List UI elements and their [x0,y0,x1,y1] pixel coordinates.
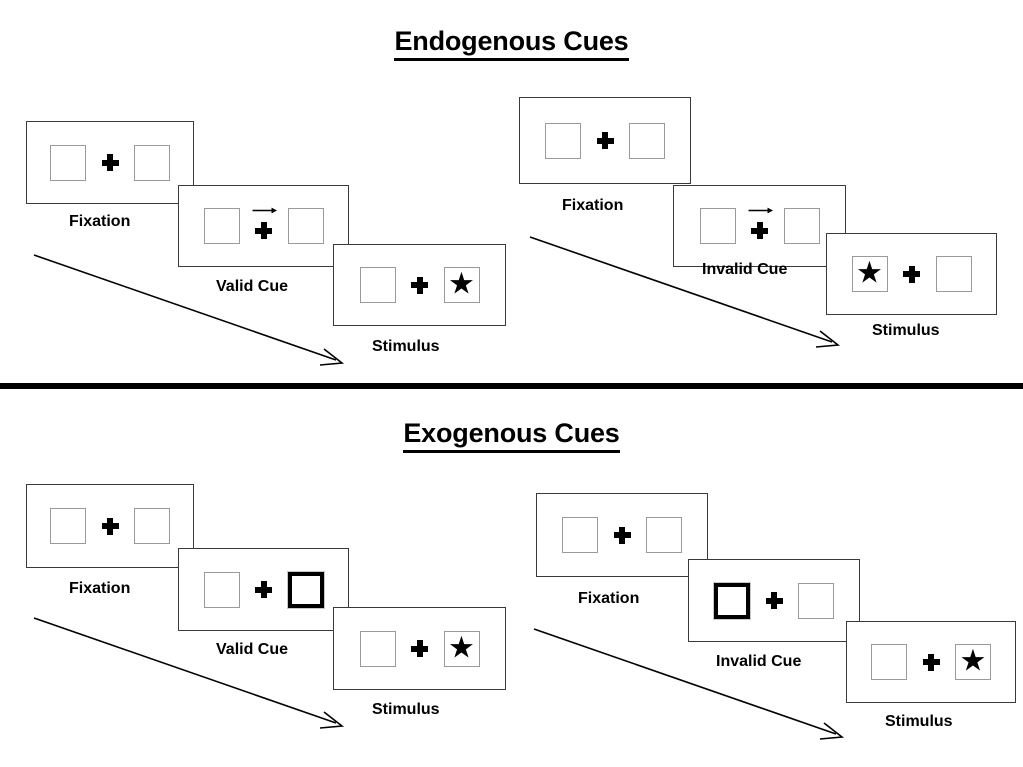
fixation-cross-icon [411,640,428,657]
stimulus-box-right-cued [286,570,325,609]
stimulus-box-right [798,582,834,619]
panel-endogenous-valid-fixation[interactable] [26,121,194,204]
caption-exogenous-invalid-fixation: Fixation [578,590,640,607]
stimulus-box-right: ★ [443,630,480,667]
center-slot [907,642,955,682]
stimulus-box-left [359,267,396,303]
center-slot [581,121,629,161]
stimulus-box-left [50,144,86,181]
fixation-cross-icon [765,592,783,609]
panel-endogenous-invalid-stimulus[interactable]: ★ [826,233,997,315]
center-slot [396,629,444,669]
center-slot [86,506,134,546]
center-slot [598,515,646,555]
fixation-cross-icon [255,581,272,598]
panel-exogenous-invalid-cue[interactable] [688,559,860,642]
panel-content [203,206,324,246]
target-star-icon: ★ [448,630,475,664]
center-slot [888,254,936,294]
panel-content: ★ [359,629,480,669]
stimulus-box-left [203,208,240,244]
stimulus-box-left [562,517,598,553]
stimulus-box-left [871,644,907,680]
caption-endogenous-invalid-cue: Invalid Cue [702,261,788,278]
fixation-cross-icon [922,653,940,671]
caption-endogenous-valid-fixation: Fixation [69,213,131,230]
stimulus-box-right [134,144,170,181]
panel-exogenous-invalid-fixation[interactable] [536,493,708,577]
panel-endogenous-invalid-cue[interactable] [673,185,846,267]
fixation-cross-icon [411,276,428,294]
stimulus-box-left [50,508,86,544]
caption-exogenous-invalid-stimulus: Stimulus [885,713,953,730]
fixation-cross-icon [613,526,631,544]
panel-endogenous-invalid-fixation[interactable] [519,97,691,184]
panel-content [50,506,170,546]
panel-content [203,570,325,610]
panel-endogenous-valid-stimulus[interactable]: ★ [333,244,506,326]
target-star-icon: ★ [448,267,475,301]
stimulus-box-left [545,122,581,159]
caption-endogenous-invalid-fixation: Fixation [562,197,624,214]
stimulus-box-right: ★ [443,267,480,303]
panel-content: ★ [359,265,480,305]
target-star-icon: ★ [856,256,883,290]
panel-exogenous-invalid-stimulus[interactable]: ★ [846,621,1016,703]
caption-endogenous-valid-stimulus: Stimulus [372,338,440,355]
stimulus-box-right: ★ [955,644,991,680]
panel-content [562,515,682,555]
caption-endogenous-valid-cue: Valid Cue [216,278,289,295]
stimulus-box-right [783,208,820,244]
section-title-endogenous: Endogenous Cues [0,26,1023,61]
panel-exogenous-valid-cue[interactable] [178,548,349,631]
panel-exogenous-valid-fixation[interactable] [26,484,194,568]
panel-content: ★ [851,254,972,294]
panel-content [699,206,820,246]
stimulus-box-left: ★ [851,256,888,292]
panel-content [713,581,834,621]
arrow-right-cue-icon [252,207,277,214]
section-title-exogenous: Exogenous Cues [0,418,1023,453]
section-title-endogenous-text: Endogenous Cues [394,26,629,61]
caption-endogenous-invalid-stimulus: Stimulus [872,322,940,339]
fixation-cross-icon [101,154,119,171]
fixation-cross-icon [101,517,119,535]
fixation-cross-icon [255,222,272,239]
section-divider [0,383,1023,389]
fixation-cross-icon [596,132,614,149]
caption-exogenous-valid-cue: Valid Cue [216,641,289,658]
center-slot [240,570,288,610]
panel-endogenous-valid-cue[interactable] [178,185,349,267]
caption-exogenous-valid-stimulus: Stimulus [372,701,440,718]
fixation-cross-icon [751,222,768,239]
center-slot [750,581,798,621]
caption-exogenous-invalid-cue: Invalid Cue [716,653,802,670]
caption-exogenous-valid-fixation: Fixation [69,580,131,597]
stimulus-box-left [699,208,736,244]
stimulus-box-right [134,508,170,544]
target-star-icon: ★ [959,644,987,678]
panel-content [545,121,665,161]
center-slot [240,206,288,246]
panel-exogenous-valid-stimulus[interactable]: ★ [333,607,506,690]
panel-content: ★ [871,642,991,682]
fixation-cross-icon [903,265,920,283]
panel-content [50,143,170,183]
stimulus-box-left-cued [713,581,751,620]
center-slot [396,265,444,305]
stimulus-box-left [359,630,396,667]
arrow-right-cue-icon [748,207,773,214]
center-slot [736,206,784,246]
section-title-exogenous-text: Exogenous Cues [403,418,620,453]
center-slot [86,143,134,183]
stimulus-box-right [646,517,682,553]
stimulus-box-left [203,571,240,608]
stimulus-box-right [287,208,324,244]
stimulus-box-right [629,122,665,159]
stimulus-box-right [935,256,972,292]
